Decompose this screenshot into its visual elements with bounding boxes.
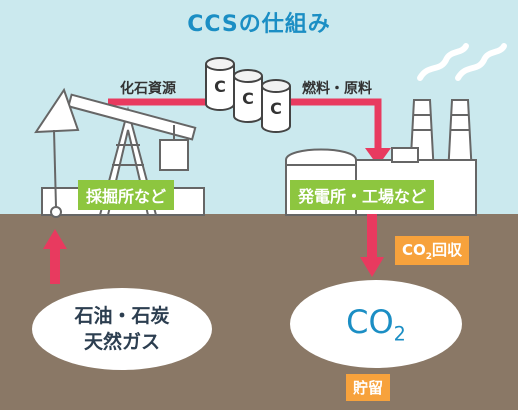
power-plant-label: 発電所・工場など [290, 180, 435, 210]
flow-arrow-resources-to-plant [108, 98, 391, 166]
diagram-title: CCSの仕組み [187, 12, 331, 37]
co2-capture-label: CO2回収 [395, 236, 470, 265]
resource-oval: 石油・石炭 天然ガス [32, 288, 212, 370]
co2-subscript: 2 [393, 322, 406, 346]
resource-line-1: 石油・石炭 [74, 305, 170, 327]
container-label: C [242, 89, 254, 108]
container-label: C [214, 77, 226, 96]
fossil-resource-containers: C C C [205, 57, 291, 133]
extraction-site-label: 採掘所など [78, 180, 175, 210]
co2-main: CO [346, 302, 394, 341]
container-label: C [270, 99, 282, 118]
capture-text: 回収 [432, 241, 463, 259]
storage-label: 貯留 [346, 374, 391, 401]
fuel-material-label: 燃料・原料 [302, 81, 372, 97]
container-icon: C [233, 69, 263, 123]
container-icon: C [261, 79, 291, 133]
co2-capture-subscript: 2 [425, 252, 433, 262]
resource-line-2: 天然ガス [83, 331, 160, 353]
fossil-resources-label: 化石資源 [120, 81, 176, 97]
co2-text: CO2 [346, 303, 406, 345]
capture-arrow [360, 214, 384, 277]
container-icon: C [205, 57, 235, 111]
co2-storage-oval: CO2 [290, 280, 462, 368]
co2-capture-text: CO [402, 241, 426, 259]
extraction-arrow [43, 229, 67, 284]
